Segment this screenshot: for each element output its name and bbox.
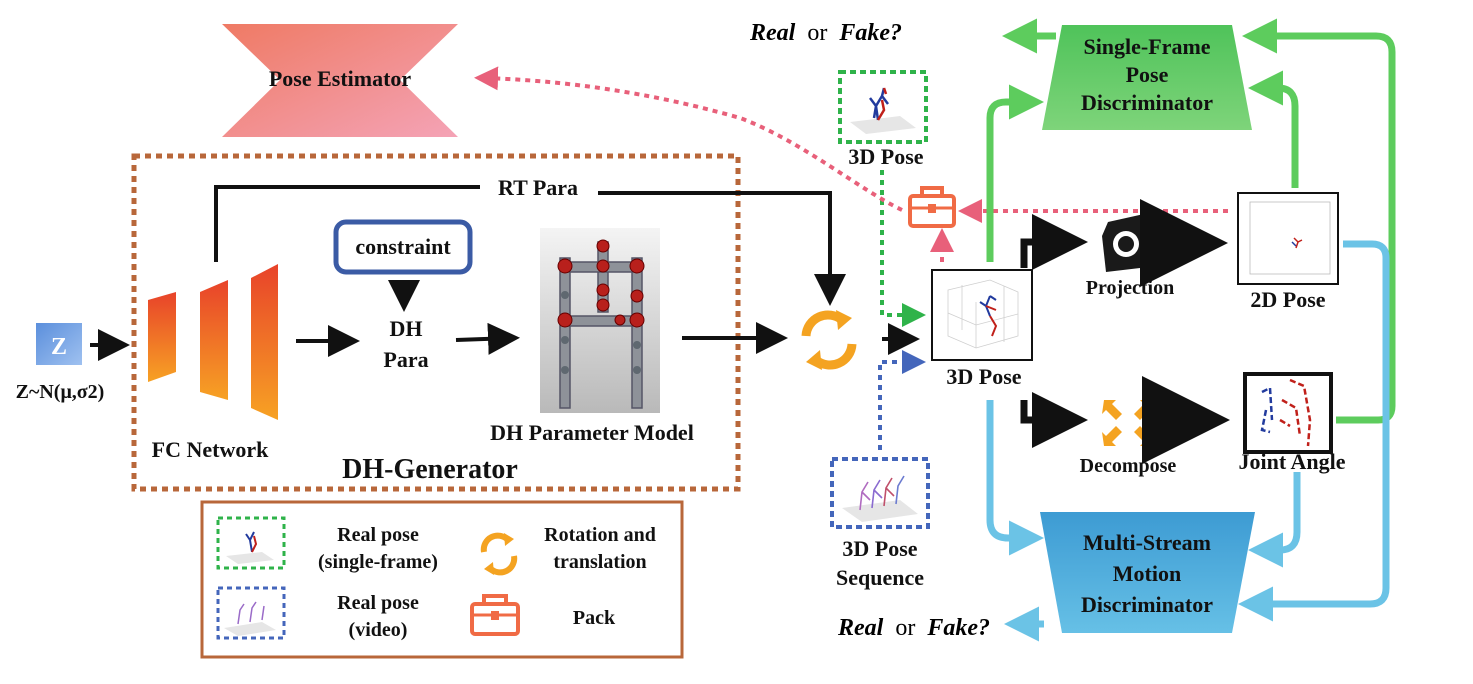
legend-rotation-line-1: Rotation and	[544, 524, 656, 546]
legend-video-line-2: (video)	[349, 619, 408, 641]
legend-rotation-line-2: translation	[553, 551, 646, 573]
real-pose-single-thumbnail: 3D Pose	[838, 70, 928, 169]
real-or-fake-top: Real or Fake?	[749, 20, 902, 46]
dh-parameter-model-image: DH Parameter Model	[490, 228, 694, 445]
three-d-pose-center-plot: 3D Pose	[931, 269, 1033, 389]
dh-generator-label: DH-Generator	[342, 454, 518, 485]
msd-line-1: Multi-Stream	[1083, 530, 1211, 555]
joint-angle-plot: Joint Angle	[1239, 372, 1346, 474]
legend-pack-icon	[470, 594, 520, 636]
svg-text:Real or Fake?: Real or Fake?	[749, 20, 902, 46]
arrow-real-single-to-3dpose	[880, 170, 926, 327]
legend: Real pose (single-frame) Real pose (vide…	[200, 500, 684, 659]
legend-single-line-2: (single-frame)	[318, 551, 438, 573]
three-d-pose-top-label: 3D Pose	[848, 144, 923, 169]
legend-pack-label: Pack	[573, 607, 616, 629]
arrow-2dpose-to-sfd	[1248, 70, 1299, 188]
arrow-3dpose-to-sfd	[986, 84, 1044, 262]
projection-label: Projection	[1086, 277, 1175, 299]
legend-rotation-icon	[480, 532, 518, 576]
pack-icon-center	[908, 186, 956, 228]
pose-estimator-label: Pose Estimator	[269, 66, 412, 91]
arrow-real-seq-to-3dpose	[878, 350, 926, 450]
dh-para-line-1: DH	[390, 316, 423, 341]
arrow-3dpose-to-projection	[1020, 214, 1088, 270]
arrow-pack-to-estimator	[474, 66, 903, 212]
sequence-line-2: Sequence	[836, 565, 924, 590]
rotation-translation-icon	[801, 310, 857, 370]
arrow-3dpose-to-decompose	[1020, 392, 1088, 448]
legend-single-line-1: Real pose	[337, 524, 419, 546]
fc-network: FC Network	[148, 264, 278, 462]
z-input: Z Z~N(μ,σ2)	[16, 323, 105, 403]
legend-video-line-1: Real pose	[337, 592, 419, 614]
rt-para-line-in	[214, 185, 480, 262]
decompose-icon	[1102, 400, 1154, 446]
two-d-pose-label: 2D Pose	[1250, 287, 1325, 312]
constraint-box: constraint	[333, 219, 473, 275]
three-d-pose-center-label: 3D Pose	[946, 364, 1021, 389]
arrow-2dpose-to-msd	[1238, 240, 1390, 622]
single-frame-discriminator: Single-Frame Pose Discriminator	[1042, 25, 1252, 130]
fc-network-label: FC Network	[152, 437, 269, 462]
sfd-line-2: Pose	[1126, 62, 1169, 87]
joint-angle-label: Joint Angle	[1239, 449, 1346, 474]
real-pose-video-thumbnail: 3D Pose Sequence	[830, 457, 930, 590]
msd-line-3: Discriminator	[1081, 592, 1213, 617]
sfd-line-3: Discriminator	[1081, 90, 1213, 115]
constraint-label: constraint	[355, 234, 451, 259]
decompose-label: Decompose	[1080, 455, 1177, 477]
real-or-fake-bottom: Real or Fake?	[837, 615, 990, 641]
dh-generator-frame	[131, 153, 741, 492]
svg-text:Real or Fake?: Real or Fake?	[837, 615, 990, 641]
z-symbol: Z	[51, 334, 67, 360]
sequence-line-1: 3D Pose	[842, 536, 917, 561]
msd-line-2: Motion	[1113, 561, 1181, 586]
camera-icon	[1102, 214, 1154, 272]
sfd-line-1: Single-Frame	[1083, 34, 1210, 59]
arrow-joint-to-msd	[1248, 472, 1301, 568]
multi-stream-discriminator: Multi-Stream Motion Discriminator	[1040, 512, 1255, 633]
arrow-dh-to-model	[455, 322, 520, 355]
arrow-3dpose-to-msd	[986, 400, 1044, 556]
rt-para-label: RT Para	[498, 175, 578, 200]
two-d-pose-plot: 2D Pose	[1237, 192, 1339, 312]
rt-para-arrow	[598, 191, 846, 306]
dh-parameter-model-label: DH Parameter Model	[490, 420, 694, 445]
dh-para-line-2: Para	[383, 347, 428, 372]
pose-estimator-block: Pose Estimator	[222, 24, 458, 137]
z-distribution-label: Z~N(μ,σ2)	[16, 381, 105, 403]
